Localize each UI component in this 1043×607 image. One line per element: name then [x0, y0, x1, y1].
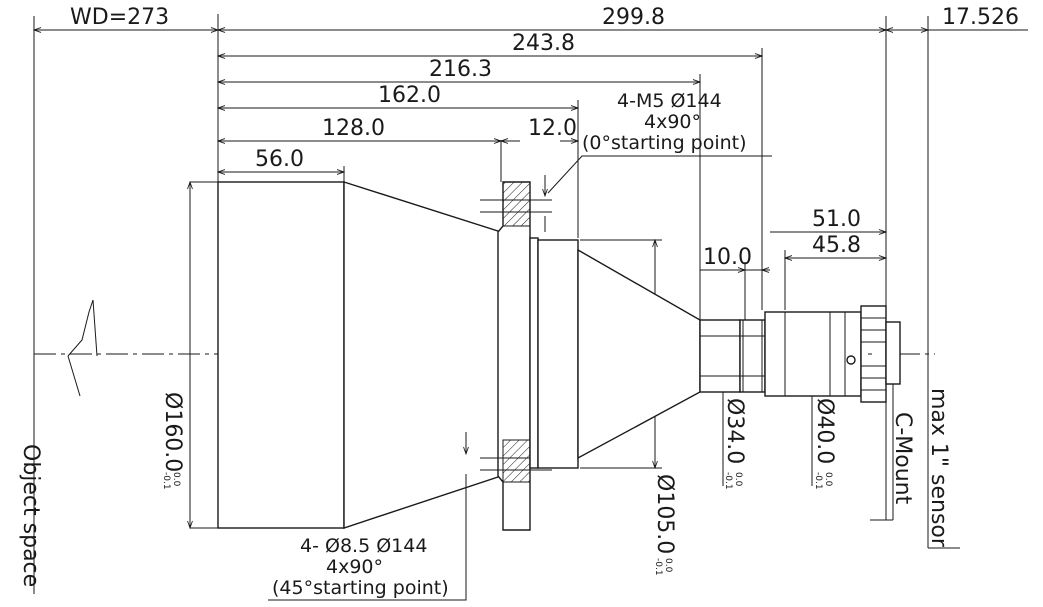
- overall-length-label: 299.8: [602, 5, 665, 30]
- break-symbol-lower: [67, 355, 81, 397]
- m5-note-line1: 4-M5 Ø144: [617, 90, 722, 112]
- length-56-label: 56.0: [255, 147, 304, 172]
- horizontal-dimensions: [34, 30, 1028, 270]
- rear-collar: [529, 237, 539, 469]
- length-216-label: 216.3: [429, 57, 492, 82]
- wd-label: WD=273: [70, 5, 169, 30]
- rear-taper: [577, 248, 701, 460]
- length-10-label: 10.0: [703, 245, 752, 270]
- dia-160-label: Ø160.0: [160, 392, 185, 472]
- object-space-label: Object space: [18, 444, 43, 587]
- locking-screw: [846, 355, 856, 365]
- knurled-ring: [860, 305, 887, 403]
- dia-34-tol-upper: 0.0: [733, 472, 743, 487]
- c-mount-label: C-Mount: [890, 412, 915, 505]
- c-mount-thread: [885, 321, 901, 385]
- rear-housing: [537, 239, 579, 469]
- length-12-label: 12.0: [528, 116, 577, 141]
- dia-105-label: Ø105.0: [652, 474, 677, 554]
- length-128-label: 128.0: [322, 116, 385, 141]
- length-162-label: 162.0: [378, 83, 441, 108]
- dia-40-tol-lower: -0.1: [813, 472, 823, 490]
- lens-body: [217, 175, 960, 549]
- hole-note-line2: 4x90°: [326, 556, 383, 578]
- dia-40-label: Ø40.0: [812, 398, 837, 464]
- length-243-label: 243.8: [512, 31, 575, 56]
- dia-105-tol-upper: 0.0: [663, 558, 673, 573]
- length-51-label: 51.0: [812, 207, 861, 232]
- front-taper: [343, 181, 502, 529]
- flange-section-top: [502, 181, 531, 227]
- length-45-label: 45.8: [812, 233, 861, 258]
- flange-focal-label: 17.526: [942, 5, 1019, 30]
- sensor-label: max 1" sensor: [926, 388, 951, 548]
- adapter-body: [764, 311, 862, 397]
- dia-34-label: Ø34.0: [722, 398, 747, 464]
- hole-note-line3: (45°starting point): [272, 577, 449, 599]
- m5-note-line3: (0°starting point): [582, 132, 747, 154]
- extension-lines: [33, 14, 929, 594]
- m5-note-line2: 4x90°: [644, 111, 701, 133]
- break-symbol: [67, 299, 98, 357]
- hole-note-line1: 4- Ø8.5 Ø144: [300, 535, 427, 557]
- rear-tube: [699, 319, 741, 393]
- dia-34-tol-lower: -0.1: [723, 472, 733, 490]
- dia-160-tol-lower: -0.1: [161, 472, 171, 490]
- dia-40-tol-upper: 0.0: [823, 472, 833, 487]
- rear-ring: [739, 319, 766, 393]
- flange-section-bottom: [502, 439, 531, 483]
- dia-160-tol-upper: 0.0: [171, 472, 181, 487]
- dia-105-tol-lower: -0.1: [653, 558, 663, 576]
- front-barrel: [217, 181, 345, 529]
